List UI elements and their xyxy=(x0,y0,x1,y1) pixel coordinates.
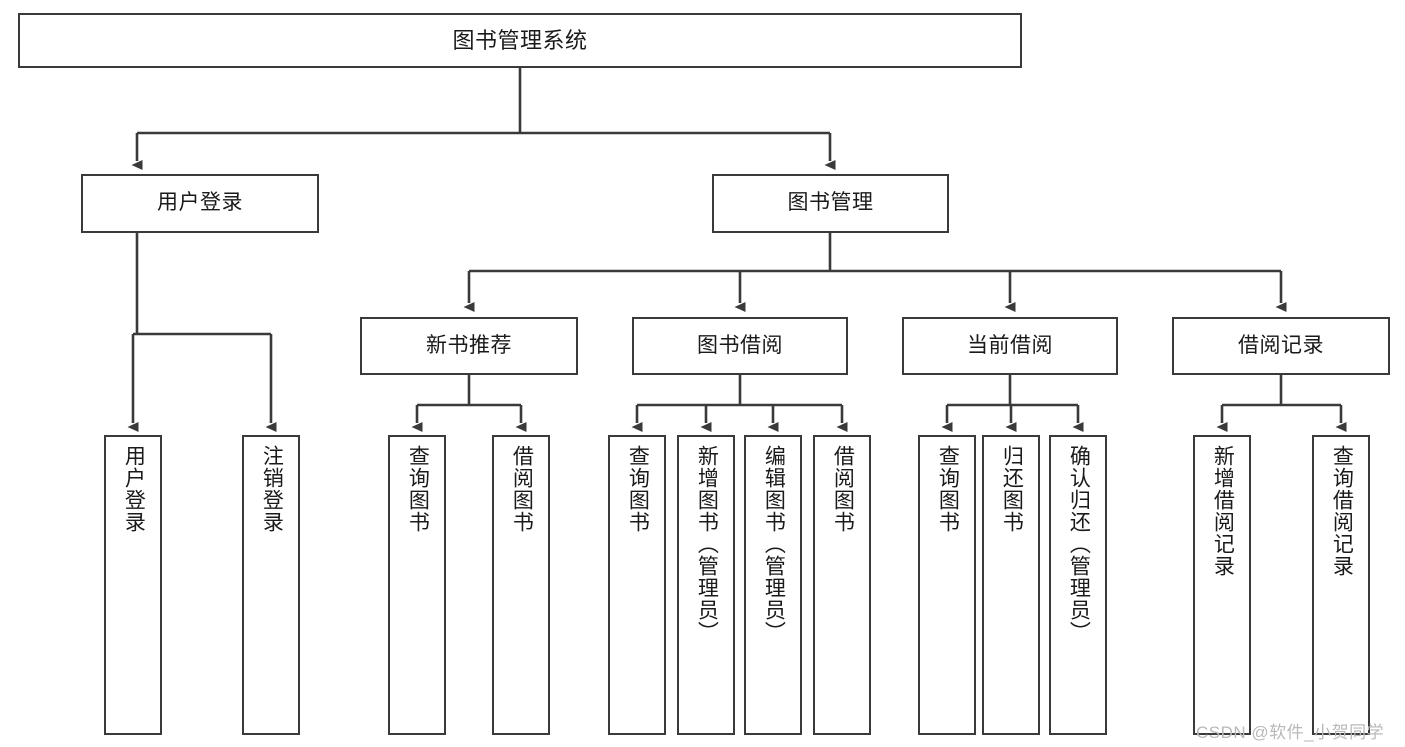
node-borrow-record[interactable]: 借阅记录 xyxy=(1172,317,1390,375)
leaf-current-return-book[interactable]: 归还图书 xyxy=(982,435,1040,735)
node-root-system[interactable]: 图书管理系统 xyxy=(18,13,1022,68)
node-label: 用户登录 xyxy=(122,445,146,533)
node-label: 确认归还（管理员） xyxy=(1067,445,1091,643)
node-label: 借阅记录 xyxy=(1238,333,1324,357)
node-label: 查询图书 xyxy=(626,445,650,533)
node-current-borrow[interactable]: 当前借阅 xyxy=(902,317,1118,375)
node-book-borrow[interactable]: 图书借阅 xyxy=(632,317,848,375)
node-label: 新书推荐 xyxy=(426,333,512,357)
node-label: 查询图书 xyxy=(936,445,960,533)
node-new-book-recommend[interactable]: 新书推荐 xyxy=(360,317,578,375)
leaf-borrow-query-book[interactable]: 查询图书 xyxy=(608,435,666,735)
node-label: 图书借阅 xyxy=(697,333,783,357)
leaf-record-query-record[interactable]: 查询借阅记录 xyxy=(1312,435,1370,735)
node-label: 借阅图书 xyxy=(510,445,534,533)
node-label: 查询图书 xyxy=(406,445,430,533)
leaf-user-login-logout[interactable]: 注销登录 xyxy=(242,435,300,735)
leaf-current-confirm-return[interactable]: 确认归还（管理员） xyxy=(1049,435,1107,735)
node-label: 图书管理 xyxy=(787,191,874,215)
leaf-user-login-login[interactable]: 用户登录 xyxy=(104,435,162,735)
node-label: 借阅图书 xyxy=(831,445,855,533)
node-label: 注销登录 xyxy=(260,445,284,533)
node-label: 查询借阅记录 xyxy=(1330,445,1354,577)
node-label: 当前借阅 xyxy=(967,333,1053,357)
leaf-borrow-borrow-book[interactable]: 借阅图书 xyxy=(813,435,871,735)
node-label: 归还图书 xyxy=(1000,445,1024,533)
node-label: 新增借阅记录 xyxy=(1211,445,1235,577)
node-label: 编辑图书（管理员） xyxy=(762,445,786,643)
node-label: 图书管理系统 xyxy=(452,27,588,53)
leaf-borrow-add-book[interactable]: 新增图书（管理员） xyxy=(677,435,735,735)
leaf-current-query-book[interactable]: 查询图书 xyxy=(918,435,976,735)
leaf-record-add-record[interactable]: 新增借阅记录 xyxy=(1193,435,1251,735)
node-user-login[interactable]: 用户登录 xyxy=(81,174,319,233)
node-book-management[interactable]: 图书管理 xyxy=(712,174,949,233)
leaf-recommend-borrow-book[interactable]: 借阅图书 xyxy=(492,435,550,735)
node-label: 用户登录 xyxy=(157,191,243,215)
csdn-watermark: CSDN @软件_小贺同学 xyxy=(1196,723,1385,742)
node-label: 新增图书（管理员） xyxy=(695,445,719,643)
leaf-recommend-query-book[interactable]: 查询图书 xyxy=(388,435,446,735)
leaf-borrow-edit-book[interactable]: 编辑图书（管理员） xyxy=(744,435,802,735)
